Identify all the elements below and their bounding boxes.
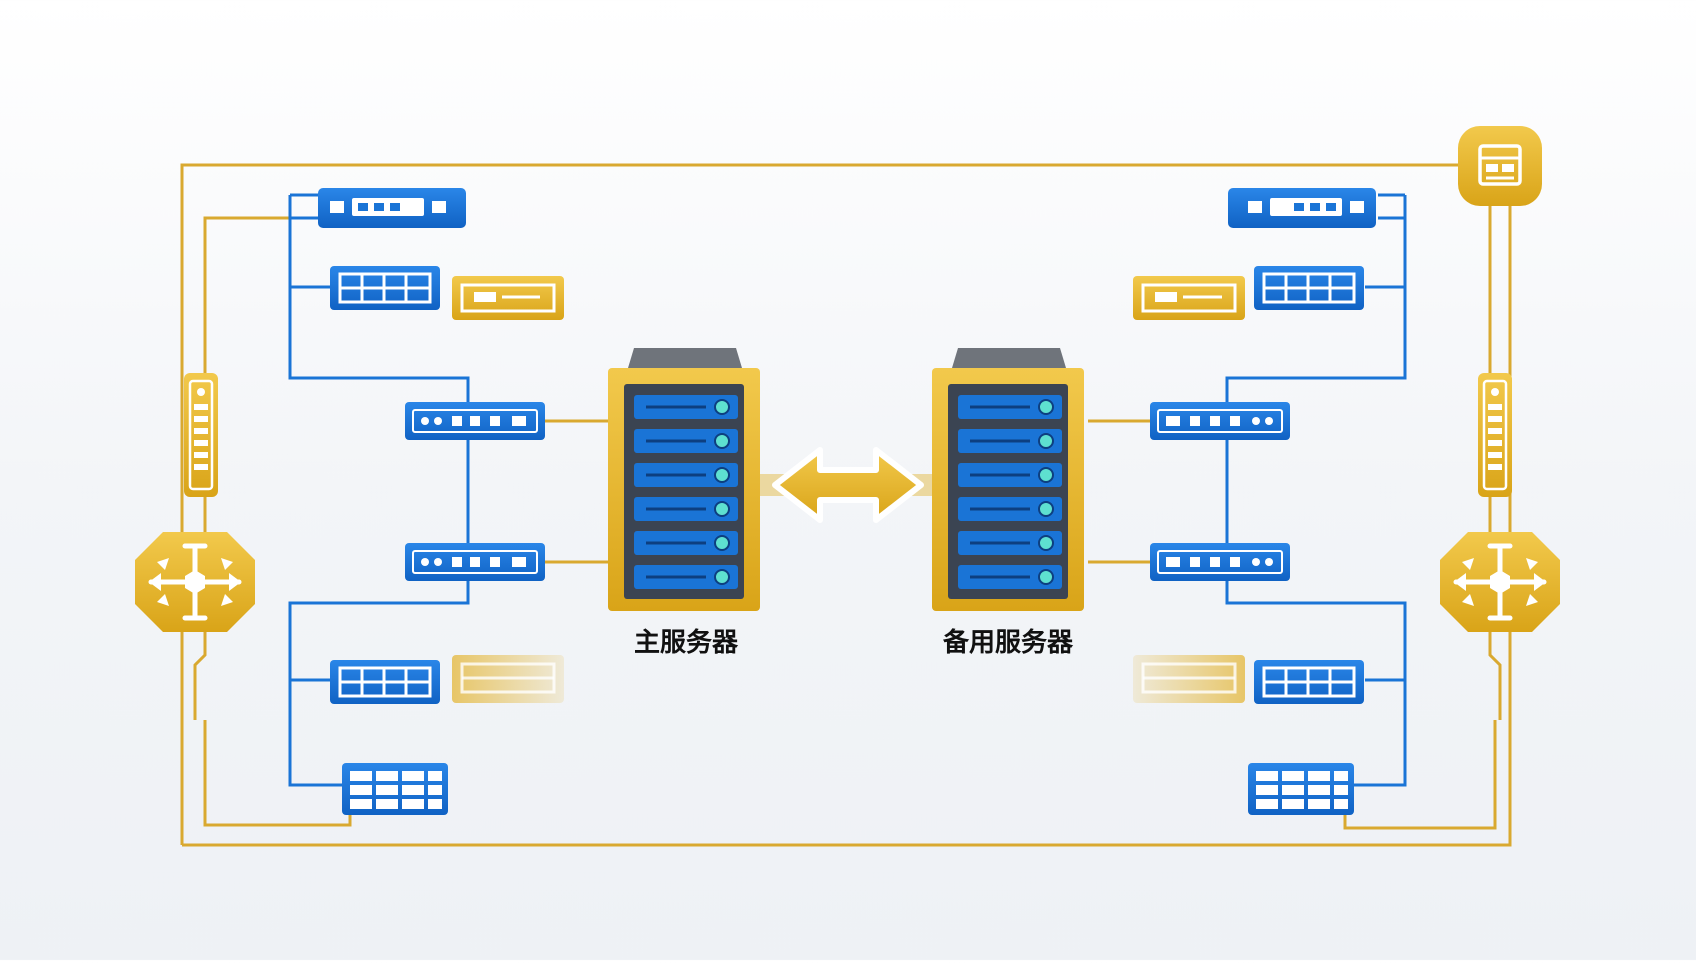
router-icon (135, 532, 255, 632)
rack-unit (634, 395, 738, 589)
primary-server-label: 主服务器 (633, 628, 738, 658)
blue-right-links (1088, 193, 1407, 787)
rack-unit (958, 395, 1062, 589)
primary-server-rack (608, 348, 760, 611)
blue-left-links (288, 193, 608, 787)
network-switch-icon (318, 188, 466, 228)
patch-panel-faded-icon (452, 655, 564, 703)
network-switch-icon (405, 402, 545, 440)
cloud-gateway-icon (1458, 126, 1542, 206)
storage-unit-icon (1133, 276, 1245, 320)
network-switch-icon (405, 543, 545, 581)
firewall-icon (1478, 373, 1512, 497)
database-icon (342, 763, 448, 815)
patch-panel-icon (330, 266, 440, 310)
patch-panel-icon (1254, 660, 1364, 704)
network-switch-icon (1228, 188, 1376, 228)
double-headed-arrow-icon (760, 447, 932, 523)
storage-unit-icon (452, 276, 564, 320)
network-switch-icon (1150, 402, 1290, 440)
left-devices (135, 188, 564, 815)
patch-panel-icon (1254, 266, 1364, 310)
router-icon (1440, 532, 1560, 632)
backup-server-label: 备用服务器 (942, 628, 1073, 658)
backup-server-rack (932, 348, 1084, 611)
patch-panel-icon (330, 660, 440, 704)
firewall-icon (184, 373, 218, 497)
network-switch-icon (1150, 543, 1290, 581)
database-icon (1248, 763, 1354, 815)
patch-panel-faded-icon (1133, 655, 1245, 703)
right-devices (1133, 126, 1560, 815)
